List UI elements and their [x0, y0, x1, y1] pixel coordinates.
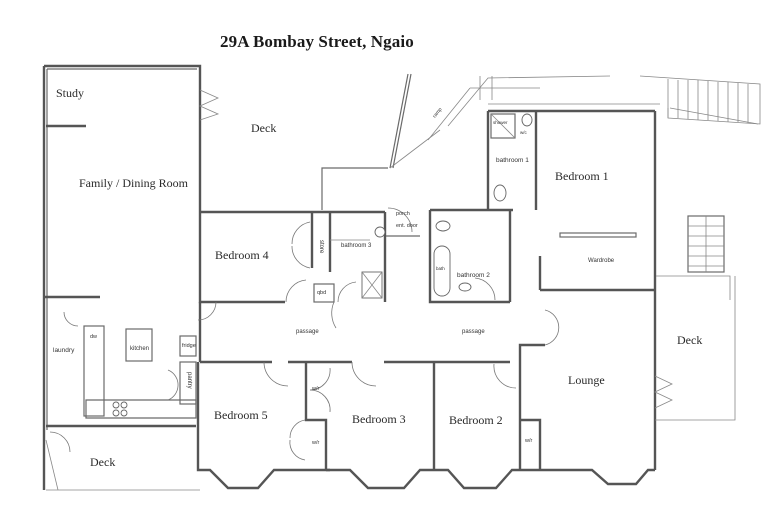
bathroom2-walls [428, 208, 513, 304]
room-label-wr-3: w/r [525, 438, 533, 444]
room-label-study: Study [56, 86, 85, 100]
room-label-bedroom-1: Bedroom 1 [555, 169, 609, 183]
room-label-wc: w/c [520, 130, 527, 135]
room-label-bath: bath [436, 266, 445, 271]
room-label-wr-2: w/r [312, 440, 320, 446]
room-label-dw: dw [90, 334, 98, 340]
page-title: 29A Bombay Street, Ngaio [220, 32, 414, 51]
right-stairs [656, 215, 731, 300]
room-label-shower: shower [493, 120, 508, 125]
family-dining-walls [42, 64, 220, 490]
room-label-bedroom-4: Bedroom 4 [215, 248, 269, 262]
room-label-porch: porch [396, 211, 410, 217]
room-label-family-dining: Family / Dining Room [79, 176, 189, 190]
room-label-store: store [318, 240, 324, 254]
room-label-wr-1: w/r [312, 386, 320, 392]
room-label-bedroom-3: Bedroom 3 [352, 412, 406, 426]
room-label-entry: ent. door [396, 223, 418, 229]
deck-top-outline [321, 73, 441, 210]
bathroom1-bedroom1-walls [486, 109, 657, 292]
room-label-passage-right: passage [462, 329, 485, 335]
lounge-walls [518, 276, 736, 486]
room-label-bathroom-1: bathroom 1 [496, 157, 529, 164]
room-label-lounge: Lounge [568, 373, 605, 387]
room-label-deck-right: Deck [677, 333, 703, 347]
room-label-passage-left: passage [296, 329, 319, 335]
lower-bedrooms-walls [196, 361, 542, 490]
room-label-pantry: pantry [186, 372, 192, 389]
room-label-bathroom-2: bathroom 2 [457, 272, 490, 279]
room-label-bedroom-2: Bedroom 2 [449, 413, 503, 427]
room-label-kitchen: kitchen [130, 346, 150, 352]
ramp-and-stairs [427, 75, 761, 141]
room-label-fridge: fridge [182, 343, 196, 349]
room-label-bathroom-3: bathroom 3 [341, 243, 372, 249]
kitchen-laundry-walls [45, 311, 200, 491]
room-label-wardrobe: Wardrobe [588, 258, 615, 264]
room-label-deck-top: Deck [251, 121, 277, 135]
passage-walls [197, 301, 560, 364]
room-label-qbd: qbd [317, 290, 327, 296]
porch-walls [386, 207, 420, 237]
room-label-deck-bottom: Deck [90, 455, 116, 469]
room-label-bedroom-5: Bedroom 5 [214, 408, 268, 422]
room-label-laundry: laundry [53, 347, 75, 354]
